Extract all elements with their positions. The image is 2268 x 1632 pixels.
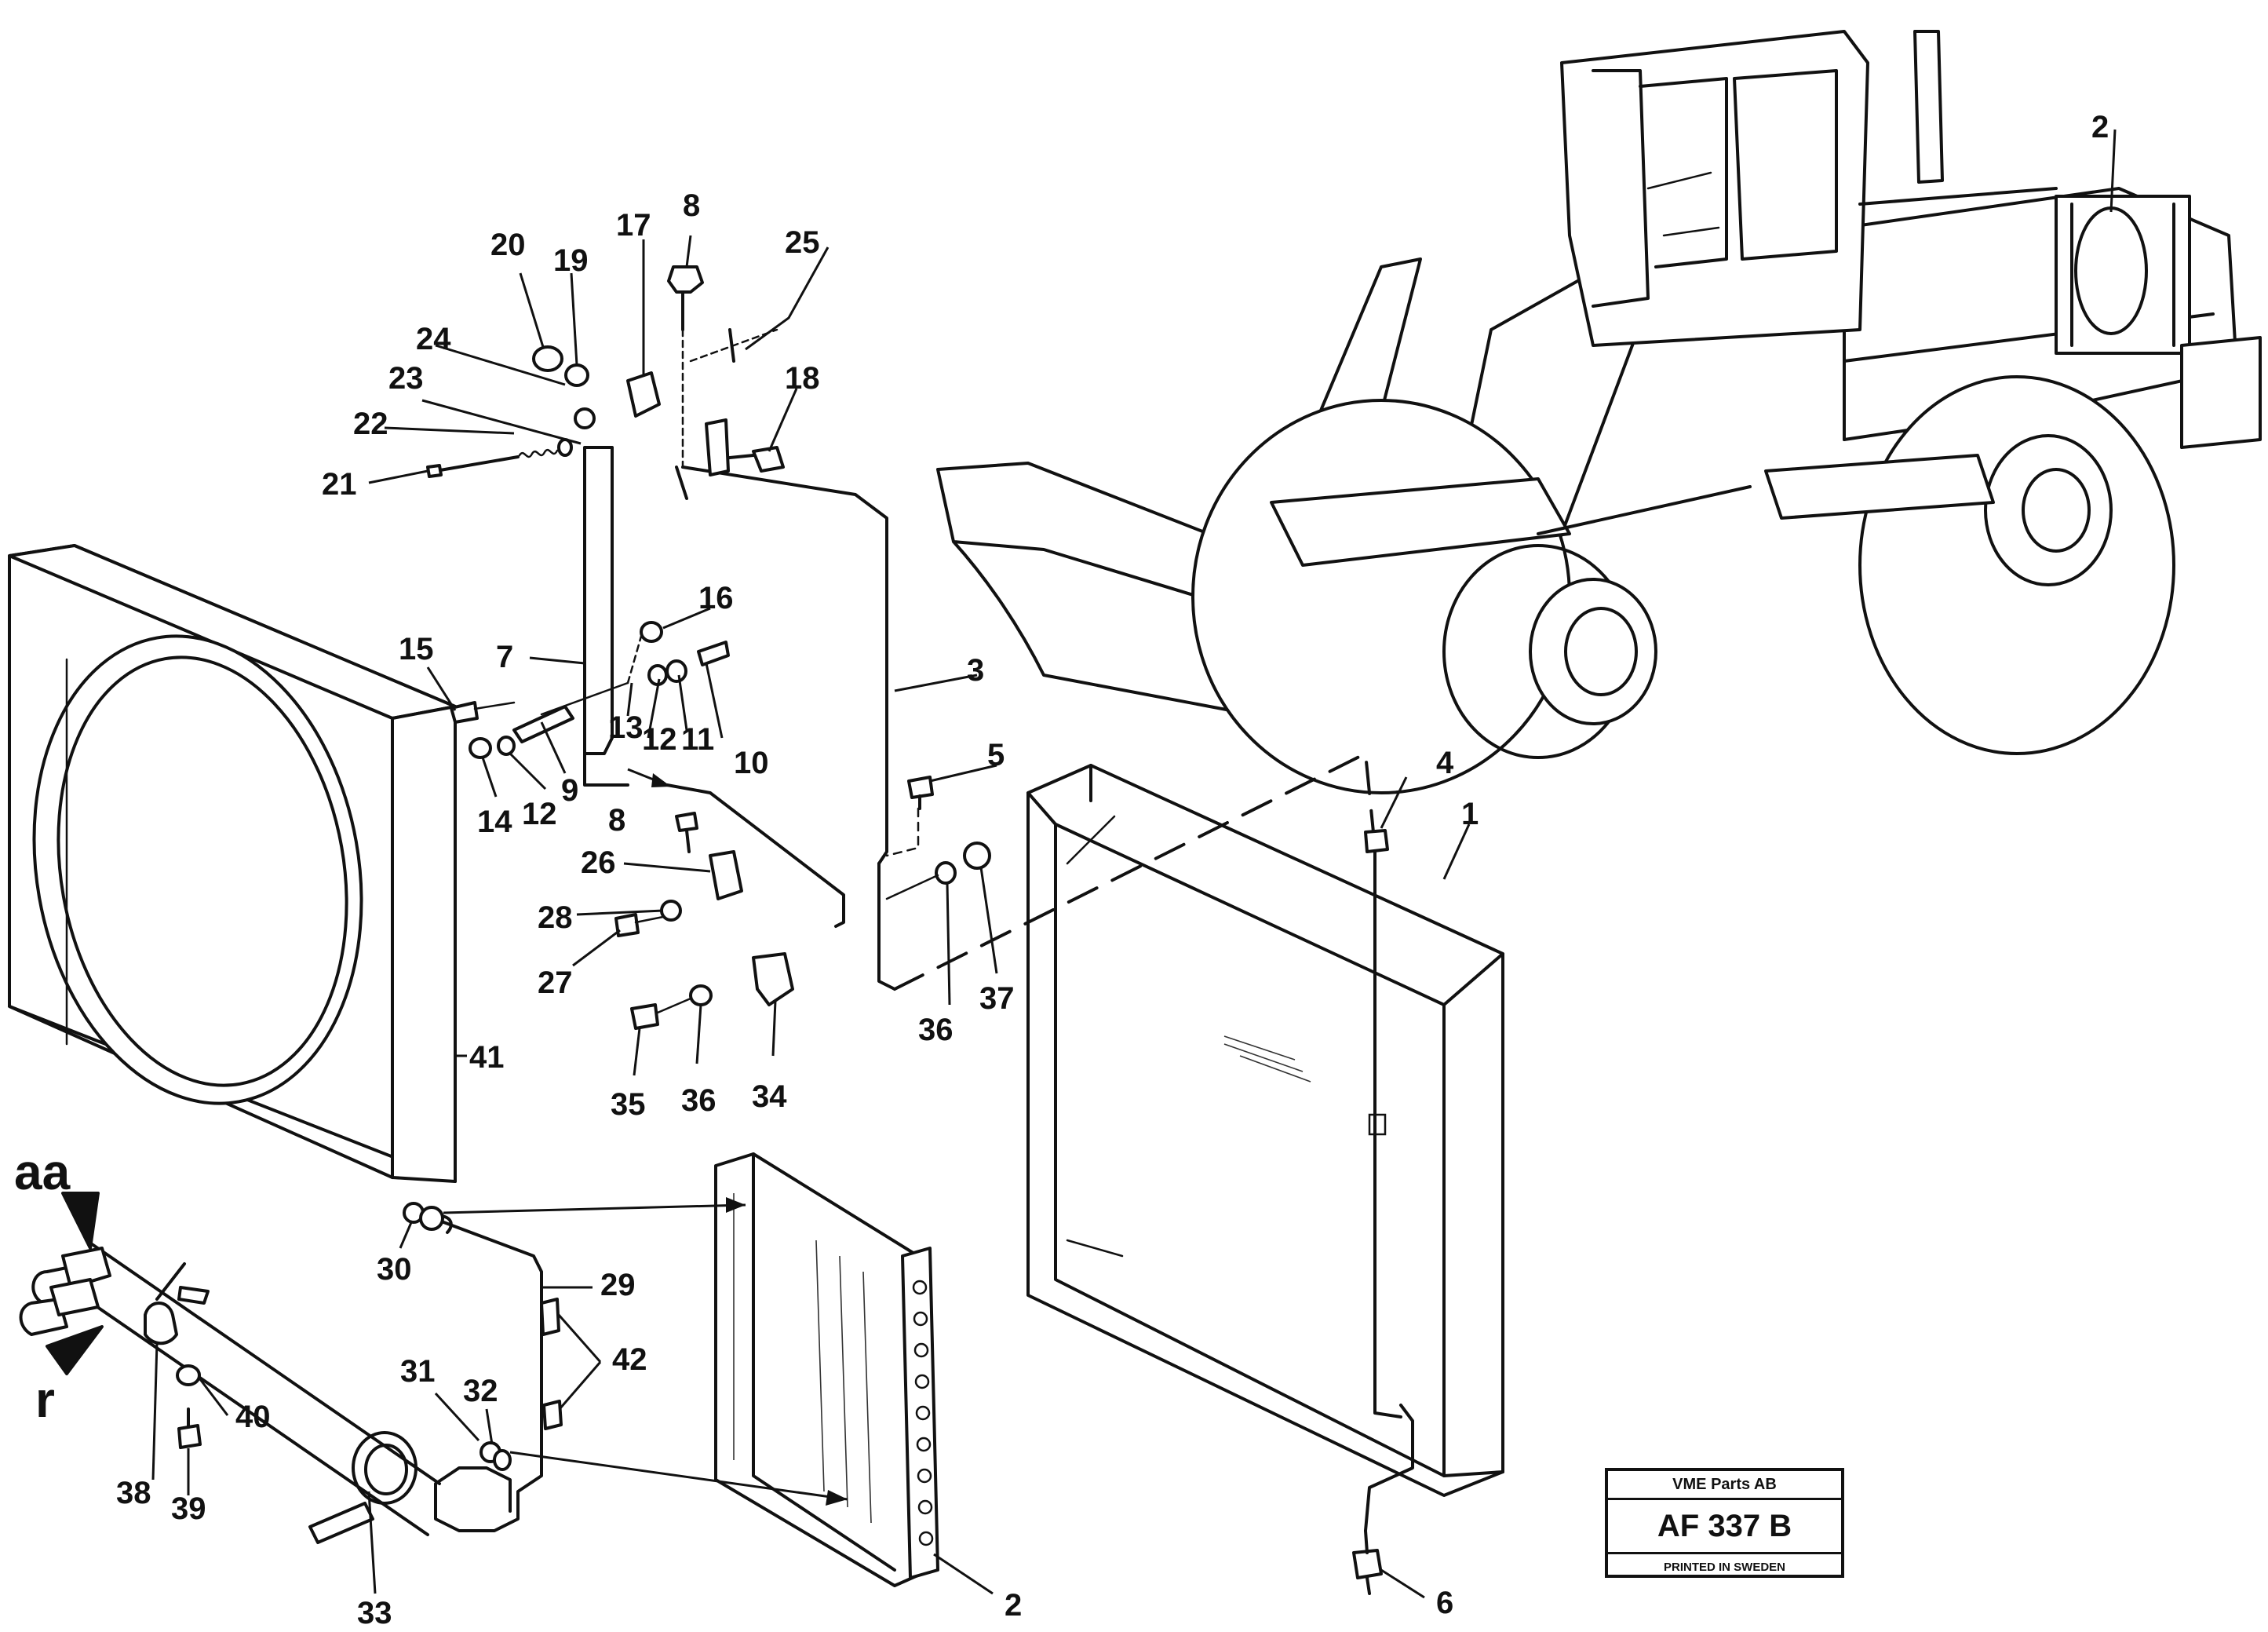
callout-30: 30 (377, 1252, 412, 1287)
callout-5: 5 (987, 738, 1005, 772)
callout-38: 38 (116, 1476, 151, 1510)
callout-37: 37 (979, 981, 1015, 1016)
callout-15: 15 (399, 632, 434, 666)
view-marker-aa: aa (14, 1144, 71, 1200)
callout-13: 13 (608, 710, 644, 745)
callout-10: 10 (734, 746, 769, 780)
callout-42: 42 (612, 1342, 647, 1377)
callout-12-a: 12 (642, 722, 677, 757)
callout-27: 27 (538, 966, 573, 1000)
callout-36-b: 36 (681, 1083, 716, 1118)
callout-18: 18 (785, 361, 820, 396)
callout-22: 22 (353, 407, 388, 441)
fasteners (426, 265, 1389, 1595)
callout-23: 23 (388, 361, 424, 396)
front-tire (1191, 399, 1571, 794)
callout-40: 40 (235, 1400, 271, 1434)
title-block-company: VME Parts AB (1608, 1471, 1841, 1500)
mounting-brackets (512, 446, 1376, 991)
title-block-printed: PRINTED IN SWEDEN (1663, 1560, 1785, 1574)
fan-shroud (8, 544, 457, 1183)
callout-24: 24 (416, 322, 451, 356)
callout-36-a: 36 (918, 1013, 954, 1047)
callout-20: 20 (490, 228, 526, 262)
title-block-code: AF 337 B (1608, 1500, 1841, 1554)
callout-41: 41 (469, 1040, 505, 1075)
callout-34: 34 (752, 1079, 787, 1114)
view-marker-r: r (35, 1371, 55, 1428)
callout-31: 31 (400, 1354, 436, 1389)
callout-28: 28 (538, 900, 573, 935)
title-block: VME Parts AB AF 337 B PRINTED IN SWEDEN (1605, 1468, 1844, 1578)
callout-14: 14 (477, 805, 512, 839)
callout-16: 16 (698, 581, 734, 615)
callout-25: 25 (785, 225, 820, 260)
callout-29: 29 (600, 1268, 636, 1302)
wheel-loader-illustration (936, 30, 2262, 794)
callout-19: 19 (553, 243, 589, 278)
callout-1: 1 (1461, 797, 1479, 831)
condenser-core (714, 1152, 939, 1587)
callout-17: 17 (616, 208, 651, 243)
callout-12-b: 12 (522, 797, 557, 831)
callout-8-top: 8 (683, 188, 700, 223)
callout-9: 9 (561, 773, 578, 808)
callout-35: 35 (611, 1087, 646, 1122)
callout-6: 6 (1436, 1586, 1453, 1620)
callout-32: 32 (463, 1374, 498, 1408)
callout-8-mid: 8 (608, 803, 625, 838)
cooler-frame (1026, 764, 1504, 1532)
callout-7: 7 (496, 640, 513, 674)
callout-4: 4 (1436, 746, 1454, 780)
callout-3: 3 (967, 653, 984, 688)
callout-21: 21 (322, 467, 357, 502)
callout-labels: 2 8 17 25 20 19 24 23 18 22 21 16 15 7 3… (14, 110, 2109, 1630)
callout-2-bottom: 2 (1005, 1588, 1022, 1623)
callout-2-top: 2 (2091, 110, 2109, 144)
callout-11: 11 (681, 722, 714, 757)
callout-39: 39 (171, 1491, 206, 1526)
connection-arrows (443, 768, 848, 1506)
callout-33: 33 (357, 1596, 392, 1630)
leader-lines (151, 129, 2117, 1599)
callout-26: 26 (581, 845, 616, 880)
hoses-and-pipes (19, 1192, 563, 1544)
